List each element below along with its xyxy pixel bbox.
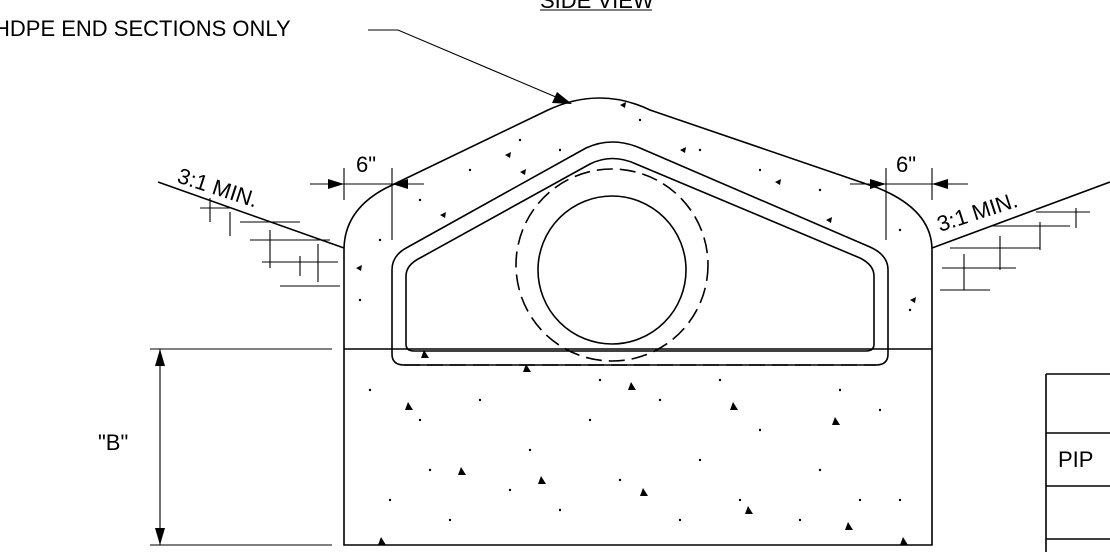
right-slope-label: 3:1 MIN. [934,187,1021,236]
left-slope-label: 3:1 MIN. [174,163,261,212]
table-row-label-2: PIP [1058,447,1093,472]
left-6in-label: 6" [356,152,376,177]
view-title: SIDE VIEW [540,0,654,13]
callout-leader [368,29,571,104]
right-embankment: 3:1 MIN. [931,181,1110,291]
b-dimension: "B" [98,348,332,546]
pipe-inner-circle [537,195,687,345]
headwall-outline [343,97,933,546]
left-6in-dimension: 6" [310,152,424,240]
hdpe-end-section [391,141,889,366]
right-6in-label: 6" [896,152,916,177]
left-embankment: 3:1 MIN. [157,163,345,287]
callout-arrowhead [552,92,572,104]
pipe-table: PIP [1045,373,1110,552]
pipe-outer-circle [515,168,709,362]
b-dimension-label: "B" [98,430,128,455]
right-6in-dimension: 6" [850,152,968,240]
callout-label: HDPE END SECTIONS ONLY [0,16,291,41]
concrete-stipple [356,102,916,545]
